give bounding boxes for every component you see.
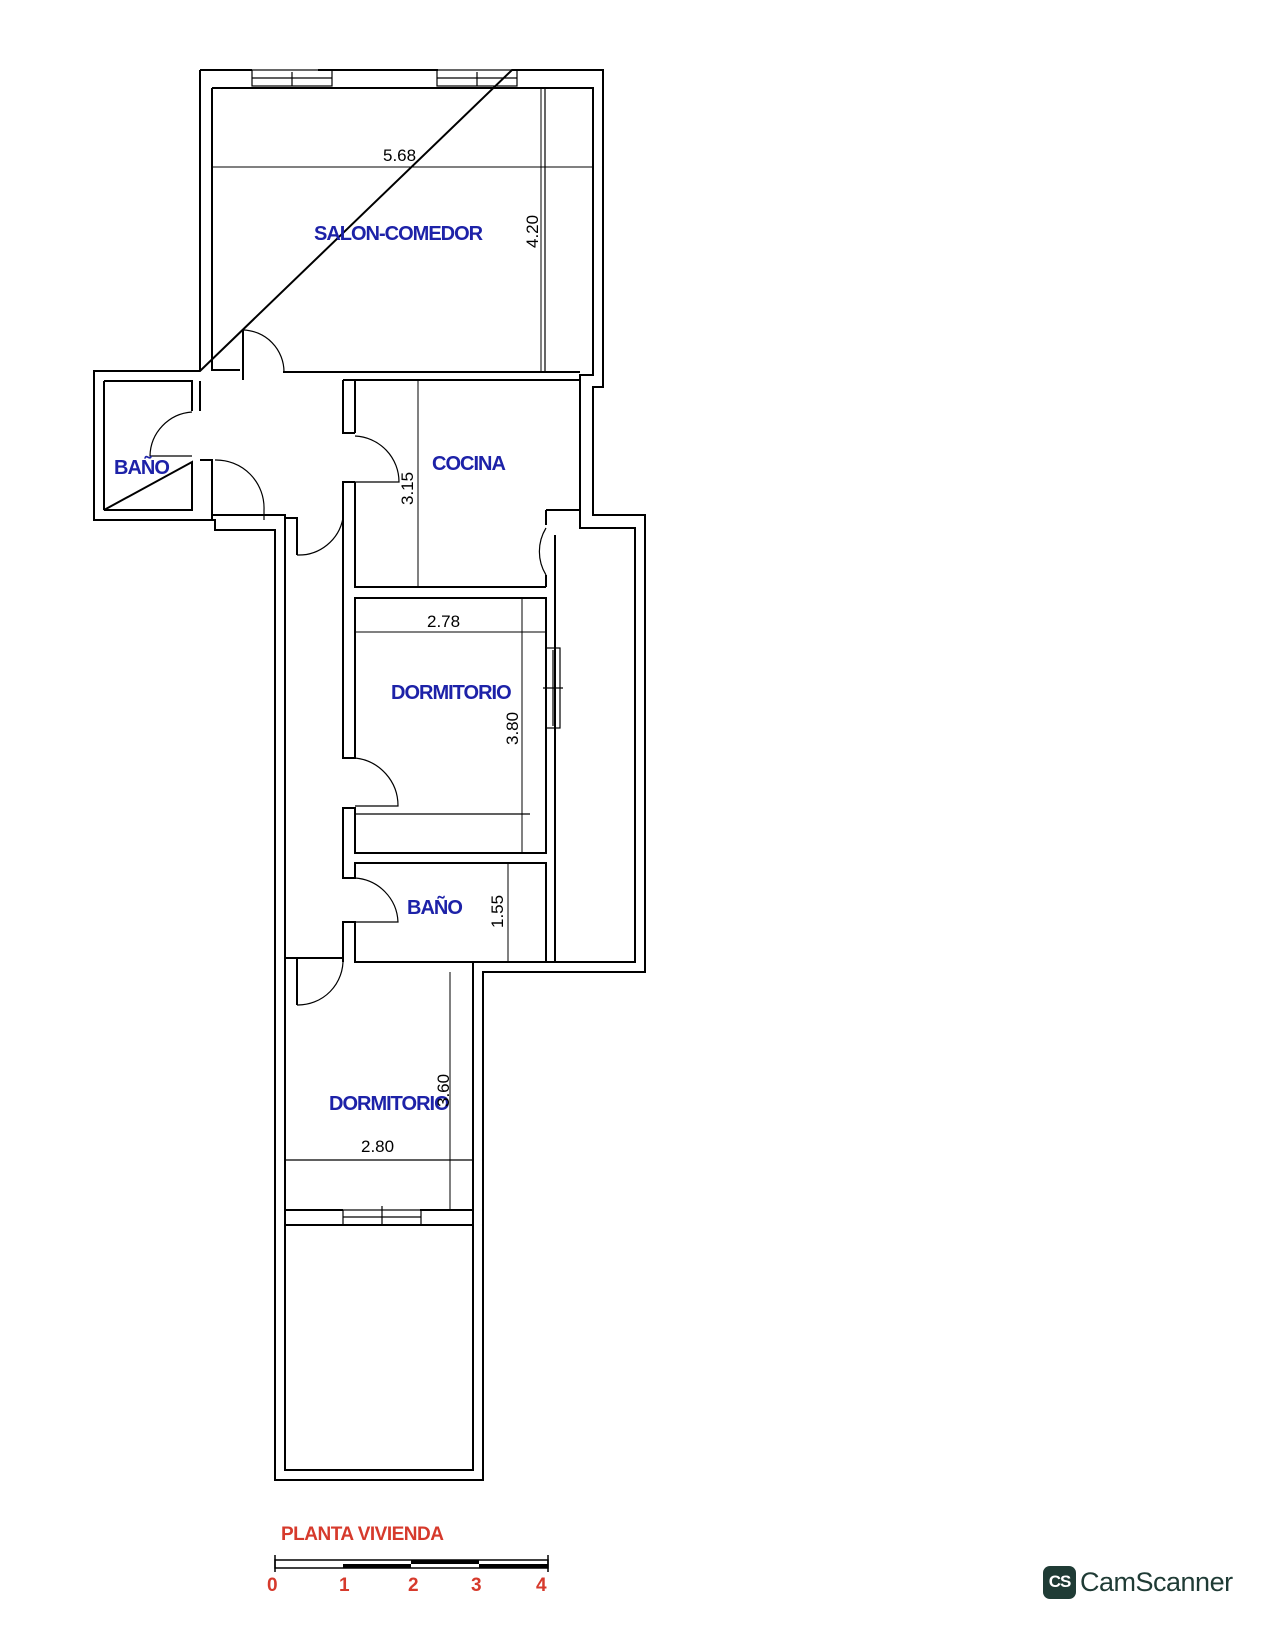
- camscanner-logo-icon: CS: [1043, 1565, 1076, 1599]
- scale-label-1: 1: [339, 1575, 350, 1596]
- room-label-cocina: COCINA: [432, 453, 505, 475]
- dim-dormitorio-1-depth: 3.80: [503, 712, 522, 745]
- room-label-dormitorio-1: DORMITORIO: [391, 682, 511, 704]
- dim-cocina-depth: 3.15: [398, 472, 417, 505]
- salon-comedor: [211, 88, 594, 380]
- dim-dormitorio-1-width: 2.78: [427, 612, 460, 631]
- dim-bano-2-depth: 1.55: [488, 895, 507, 928]
- scale-label-2: 2: [408, 1575, 419, 1596]
- camscanner-watermark: CS CamScanner: [1043, 1565, 1233, 1599]
- exterior-walls: [93, 69, 646, 1481]
- bano-2: [342, 858, 547, 963]
- dormitorio-1: [342, 528, 563, 962]
- dim-dormitorio-2-depth: 3.60: [434, 1074, 453, 1107]
- scale-label-3: 3: [471, 1575, 482, 1596]
- scale-bar: [274, 1555, 549, 1572]
- dim-dormitorio-2-width: 2.80: [361, 1137, 394, 1156]
- cocina: [342, 379, 581, 588]
- bano-1: [103, 380, 265, 520]
- corridor: [285, 517, 344, 1006]
- dim-salon-width: 5.68: [383, 146, 416, 165]
- room-label-salon-comedor: SALON-COMEDOR: [314, 223, 484, 245]
- room-label-bano-2: BAÑO: [407, 896, 462, 919]
- room-label-bano-1: BAÑO: [114, 456, 169, 479]
- dim-salon-depth: 4.20: [523, 215, 542, 248]
- room-label-dormitorio-2: DORMITORIO: [329, 1093, 449, 1115]
- plan-title: PLANTA VIVIENDA: [281, 1524, 444, 1545]
- scale-label-0: 0: [267, 1575, 278, 1596]
- dormitorio-2: [285, 972, 473, 1226]
- camscanner-wordmark: CamScanner: [1080, 1566, 1233, 1597]
- scale-label-4: 4: [536, 1575, 547, 1596]
